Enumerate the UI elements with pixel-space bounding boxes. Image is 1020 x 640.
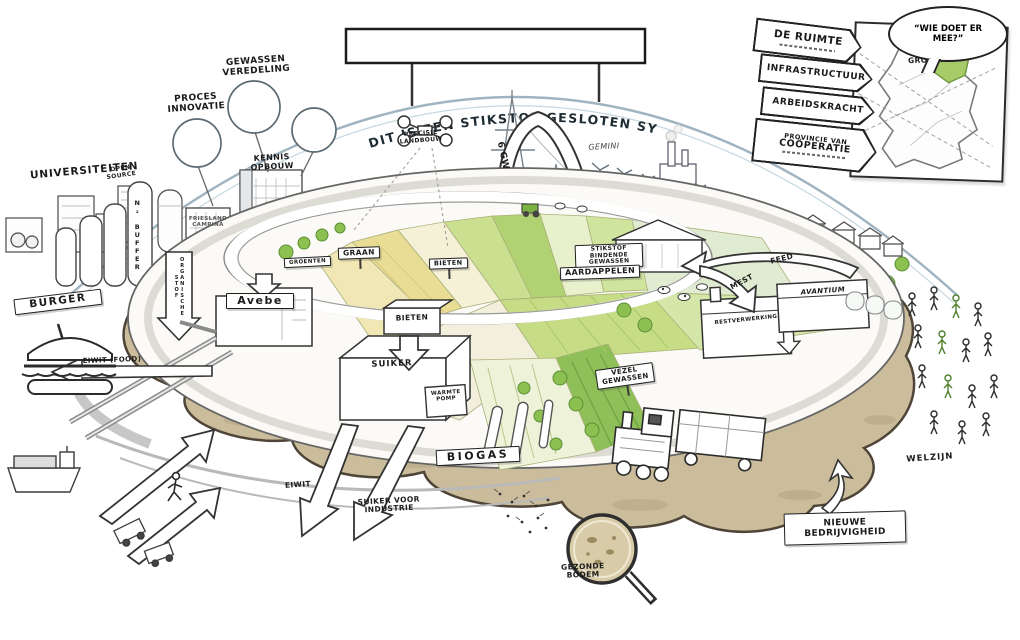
field-sign-graan: GRAAN (337, 246, 381, 261)
running-figure (167, 471, 183, 502)
biogas-pipes (482, 399, 554, 459)
soil-insects (493, 488, 550, 534)
field-sign-bieten: BIETEN (428, 257, 468, 270)
flow-arrows-feed-mest (680, 250, 860, 314)
drone (353, 115, 453, 249)
thought-balloons (172, 80, 337, 207)
industry-chimneys (55, 181, 153, 287)
tractor (521, 203, 540, 218)
warmte-pomp-label: WARMTE POMP (430, 388, 461, 403)
banner-arbeidskracht-label: ARBEIDSKRACHT (771, 96, 865, 116)
ship (7, 446, 82, 493)
balloon-label-kennis-opbouw: KENNIS OPBOUW (250, 152, 295, 173)
crowd (907, 286, 999, 445)
hamburger (21, 323, 117, 395)
cows (554, 202, 708, 301)
friesland-campina-label: FRIESLAND CAMPINA (188, 216, 228, 229)
organische-stof-label: ORGANISCHE STOF (173, 257, 186, 317)
billboard (344, 27, 647, 106)
speech-bubble-text: “WIE DOET ER MEE?” (913, 23, 983, 44)
organische-stof-arrow (156, 251, 202, 342)
bieten-box-label: BIETEN (395, 312, 429, 323)
avantium-building (776, 278, 871, 355)
gezonde-bodem-label: GEZONDE BODEM (560, 561, 605, 580)
train (611, 407, 767, 482)
avebe-sign: Avebe (226, 293, 294, 310)
warmte-pomp-box (424, 383, 468, 419)
trucks (113, 517, 175, 568)
speech-bubble: “WIE DOET ER MEE?” (888, 6, 1008, 62)
nieuwe-bedrijvigheid-sign: NIEUWE BEDRIJVIGHEID (783, 510, 907, 546)
n2-chimney-label: N₂ BUFFER (133, 199, 142, 271)
soil-magnifier (566, 513, 658, 606)
greenhouse (845, 291, 903, 320)
banner-infrastructuur-label: INFRASTRUCTUUR (766, 62, 866, 83)
nieuwe-bedrijvigheid-arrow (820, 458, 854, 516)
export-arrows-south (299, 423, 426, 542)
export-arrows-west (98, 428, 222, 566)
